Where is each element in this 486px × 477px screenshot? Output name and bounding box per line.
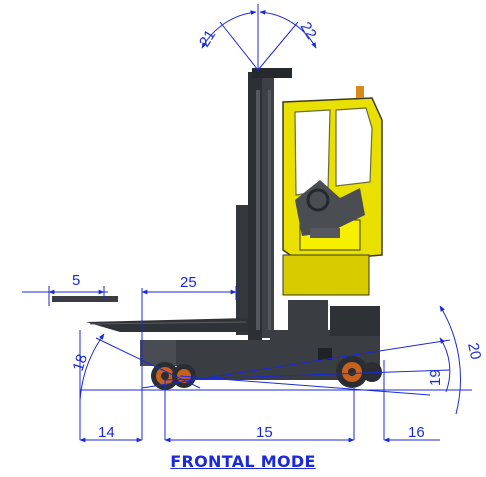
dimension-lines — [22, 4, 472, 443]
forks — [52, 205, 248, 335]
dim-15-label: 15 — [256, 424, 273, 441]
dim-21-label: 21 — [196, 27, 219, 50]
operator-cab — [282, 86, 383, 330]
dim-16-label: 16 — [408, 424, 425, 441]
dim-20-label: 20 — [464, 341, 484, 361]
chassis — [140, 306, 380, 380]
diagram-caption: FRONTAL MODE — [170, 452, 316, 471]
dim-18-label: 18 — [70, 352, 91, 373]
dim-19-label: 19 — [427, 369, 444, 386]
rear-wheel — [336, 356, 382, 388]
dim-25-label: 25 — [180, 274, 197, 291]
dim-14-label: 14 — [98, 424, 115, 441]
mast — [244, 68, 292, 340]
dimension-labels: 5 25 14 15 16 18 19 20 21 22 — [70, 19, 485, 441]
dim-22-label: 22 — [297, 19, 320, 42]
dim-5-label: 5 — [72, 272, 80, 289]
forklift-illustration — [52, 68, 383, 390]
